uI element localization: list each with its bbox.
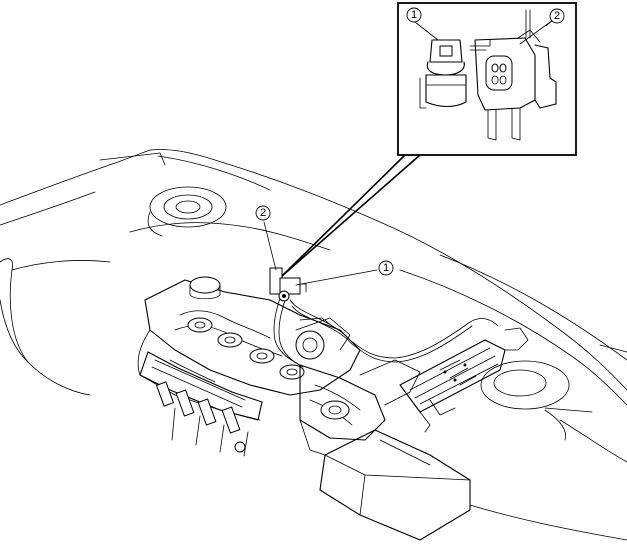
callout-main-2: 2: [255, 205, 271, 221]
vehicle-body-outline: [0, 149, 627, 541]
main-leader-lines: [263, 221, 378, 286]
callout-detail-1: 1: [406, 7, 422, 23]
exhaust-manifold: [299, 359, 421, 441]
detail-inset: [397, 2, 577, 156]
sensor-assembly-main: [269, 267, 307, 302]
detail-inset-frame: [397, 2, 577, 156]
left-strut-tower: [147, 186, 227, 237]
air-cleaner-box: [299, 419, 471, 541]
intake-manifold: [139, 351, 263, 457]
callout-detail-2-label: 2: [554, 10, 560, 22]
right-strut-tower: [480, 360, 593, 441]
hose-lines: [273, 291, 499, 368]
detail-pointer-lines: [281, 154, 421, 277]
detail-solenoid-component: [469, 9, 557, 141]
resonator-pipe: [399, 327, 529, 433]
callout-detail-2: 2: [549, 8, 565, 24]
callout-main-1: 1: [378, 260, 394, 276]
callout-detail-1-label: 1: [411, 9, 417, 21]
detail-sensor-component: [419, 39, 467, 109]
callout-main-1-label: 1: [383, 262, 389, 274]
callout-main-2-label: 2: [260, 207, 266, 219]
